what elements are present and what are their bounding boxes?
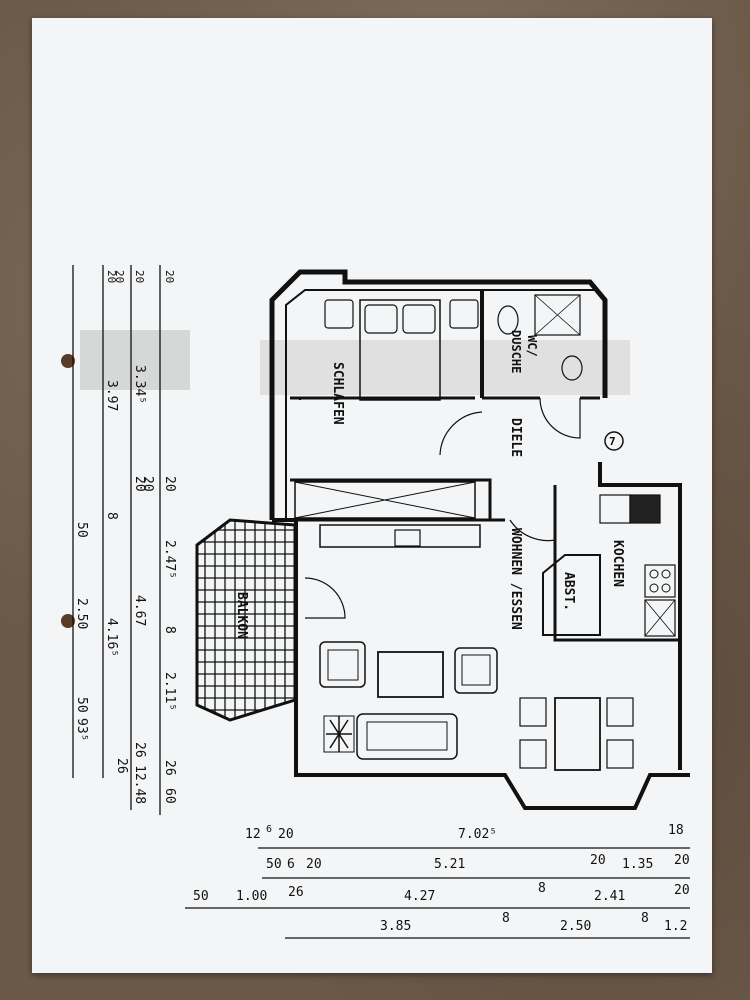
dim-b3-6: 20 xyxy=(674,883,690,898)
dim-b3-2: 26 xyxy=(288,885,304,900)
dim-l1-0: 50 xyxy=(74,522,89,538)
dim-l1-1: 2.50 xyxy=(74,598,89,629)
dim-l4-1: 20 xyxy=(162,476,177,492)
dim-b1-2: 20 xyxy=(278,827,294,842)
shower xyxy=(534,294,581,336)
dim-b4-4: 1.2 xyxy=(664,919,687,934)
label-dusche: DUSCHE xyxy=(509,330,523,373)
dim-b2-2: 20 xyxy=(306,857,322,872)
dim-l2-3: 20 xyxy=(132,476,147,492)
paper-sheet xyxy=(32,18,712,973)
dim-b4-3: 8 xyxy=(641,911,649,926)
scan-smudge-2 xyxy=(260,340,630,395)
dim-b2-4: 20 xyxy=(590,853,606,868)
dim-b3-1: 1.00 xyxy=(236,889,267,904)
dim-l3-0: 20 xyxy=(133,270,146,283)
dim-l2-2: 3.97 xyxy=(104,380,119,411)
stove xyxy=(644,564,676,598)
label-wc: WC/ xyxy=(525,335,539,357)
dim-b4-0: 3.85 xyxy=(380,919,411,934)
dimension-lines-left xyxy=(72,265,161,815)
dim-b3-4: 8 xyxy=(538,881,546,896)
dim-b4-2: 2.50 xyxy=(560,919,591,934)
dim-b3-3: 4.27 xyxy=(404,889,435,904)
dim-l1-2: 50 xyxy=(74,697,89,713)
door-schlafen xyxy=(439,411,483,456)
kitchen-sink xyxy=(599,494,631,524)
dim-b2-0: 50 xyxy=(266,857,282,872)
dim-b1-3: 7.02⁵ xyxy=(458,827,497,842)
dim-l4-2: 2.47⁵ xyxy=(162,540,177,579)
label-abst: ABST. xyxy=(561,572,576,611)
dim-b2-6: 20 xyxy=(674,853,690,868)
door-balkon xyxy=(304,577,346,619)
dim-l3-3: 4.67 xyxy=(132,595,147,626)
dim-b1-1: 6 xyxy=(266,824,272,835)
dim-b3-0: 50 xyxy=(193,889,209,904)
tv xyxy=(394,529,421,547)
dim-b4-1: 8 xyxy=(502,911,510,926)
toilet xyxy=(497,305,519,335)
nightstand-left xyxy=(324,299,354,329)
outer-wall-bottom xyxy=(294,520,690,810)
coffee-table xyxy=(377,651,444,698)
bed xyxy=(359,299,441,401)
unit-number-circle xyxy=(604,431,624,451)
dim-l2-4: 8 xyxy=(104,512,119,520)
armchair-right xyxy=(454,647,498,694)
dim-b2-3: 5.21 xyxy=(434,857,465,872)
outer-wall-top-inner xyxy=(285,289,595,520)
dim-l4-5: 26 xyxy=(162,760,177,776)
sink xyxy=(561,355,583,381)
dim-l4-3: 8 xyxy=(162,626,177,634)
dim-l3-4: 26 xyxy=(132,742,147,758)
outer-wall-top xyxy=(269,269,608,520)
dim-l2-1: 20 xyxy=(113,270,126,283)
dim-l1-3: 93⁵ xyxy=(74,718,89,741)
kitchen-wall xyxy=(553,485,680,642)
label-diele: DIELE xyxy=(508,418,523,457)
punch-hole-top xyxy=(61,354,75,368)
label-kochen: KOCHEN xyxy=(610,540,625,587)
door-bath xyxy=(539,397,581,439)
dim-l3-1: 3.34⁵ xyxy=(132,365,147,404)
dimension-lines-bottom xyxy=(185,847,690,939)
scan-smudge xyxy=(80,330,190,390)
abst-room xyxy=(542,554,601,636)
sofa xyxy=(356,713,458,760)
dim-l4-6: 60 xyxy=(162,788,177,804)
wardrobe xyxy=(294,481,476,519)
dim-b3-5: 2.41 xyxy=(594,889,625,904)
nightstand-right xyxy=(449,299,479,329)
dim-b2-5: 1.35 xyxy=(622,857,653,872)
label-wohnen-essen: WOHNEN /ESSEN xyxy=(508,528,523,630)
label-schlafen: SCHLAFEN xyxy=(330,362,345,425)
dim-l2-0: 20 xyxy=(105,270,118,283)
outer-wall-right xyxy=(598,462,682,770)
punch-hole-bottom xyxy=(61,614,75,628)
unit-number: 7 xyxy=(609,435,616,448)
dim-l3-5: 12.48 xyxy=(132,765,147,804)
dim-l4-4: 2.11⁵ xyxy=(162,672,177,711)
dining-table xyxy=(554,697,601,771)
armchair-left xyxy=(319,641,366,688)
dim-l3-2: 20 xyxy=(140,476,155,492)
balkon-area xyxy=(195,518,297,722)
dim-b2-1: 6 xyxy=(287,857,295,872)
dim-b1-0: 12 xyxy=(245,827,261,842)
label-balkon: BALKON xyxy=(234,592,249,639)
dim-l4-0: 20 xyxy=(163,270,176,283)
dim-l2-6: 26 xyxy=(114,758,129,774)
dim-l2-5: 4.16⁵ xyxy=(104,618,119,657)
dim-b1-4: 18 xyxy=(668,823,684,838)
door-wohnen xyxy=(509,519,556,542)
wardrobe-wall xyxy=(290,478,492,520)
sideboard xyxy=(319,524,481,548)
plant-icon xyxy=(323,715,355,753)
